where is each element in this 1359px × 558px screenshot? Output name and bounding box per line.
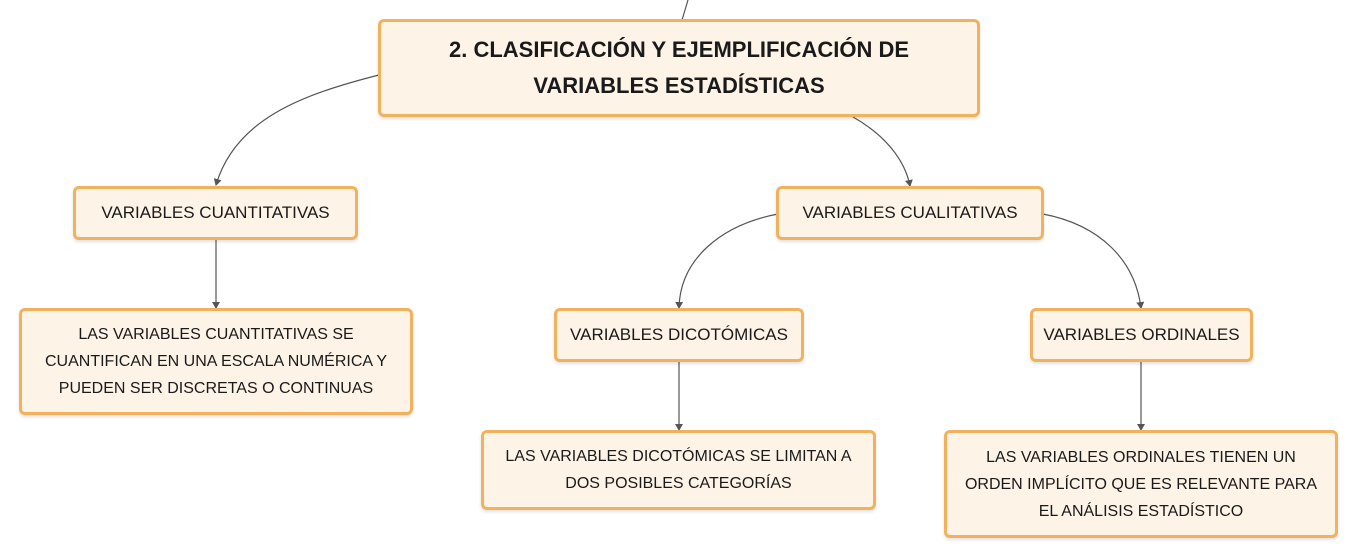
root-node[interactable]: 2. CLASIFICACIÓN Y EJEMPLIFICACIÓN DE VA… [378, 19, 980, 117]
root-node-label: 2. CLASIFICACIÓN Y EJEMPLIFICACIÓN DE VA… [448, 37, 910, 98]
node-variables-dicotomicas[interactable]: VARIABLES DICOTÓMICAS [554, 308, 804, 362]
node-ordinales-detail-text: LAS VARIABLES ORDINALES TIENEN UN ORDEN … [964, 448, 1318, 520]
node-cuantitativas-detail-text: LAS VARIABLES CUANTITATIVAS SE CUANTIFIC… [45, 326, 387, 397]
node-cuantitativas-detail[interactable]: LAS VARIABLES CUANTITATIVAS SE CUANTIFIC… [19, 308, 413, 415]
connector-parent-to-root [681, 0, 689, 21]
node-ordinales-detail[interactable]: LAS VARIABLES ORDINALES TIENEN UN ORDEN … [944, 430, 1338, 538]
node-variables-ordinales-label: VARIABLES ORDINALES [1043, 325, 1240, 344]
connector-cualitativas-to-ordinales [1042, 213, 1145, 309]
node-dicotomicas-detail[interactable]: LAS VARIABLES DICOTÓMICAS SE LIMITAN A D… [481, 430, 876, 510]
node-variables-cualitativas-label: VARIABLES CUALITATIVAS [802, 203, 1018, 222]
node-dicotomicas-detail-text: LAS VARIABLES DICOTÓMICAS SE LIMITAN A D… [505, 448, 852, 492]
node-variables-cualitativas[interactable]: VARIABLES CUALITATIVAS [776, 186, 1044, 240]
node-variables-ordinales[interactable]: VARIABLES ORDINALES [1030, 308, 1253, 362]
connector-root-to-cuantitativas [213, 74, 380, 186]
connector-cualitativas-to-dicotomicas [675, 213, 779, 309]
node-variables-cuantitativas-label: VARIABLES CUANTITATIVAS [101, 203, 330, 222]
connector-root-to-cualitativas [852, 116, 913, 187]
node-variables-dicotomicas-label: VARIABLES DICOTÓMICAS [570, 325, 788, 344]
node-variables-cuantitativas[interactable]: VARIABLES CUANTITATIVAS [73, 186, 358, 240]
